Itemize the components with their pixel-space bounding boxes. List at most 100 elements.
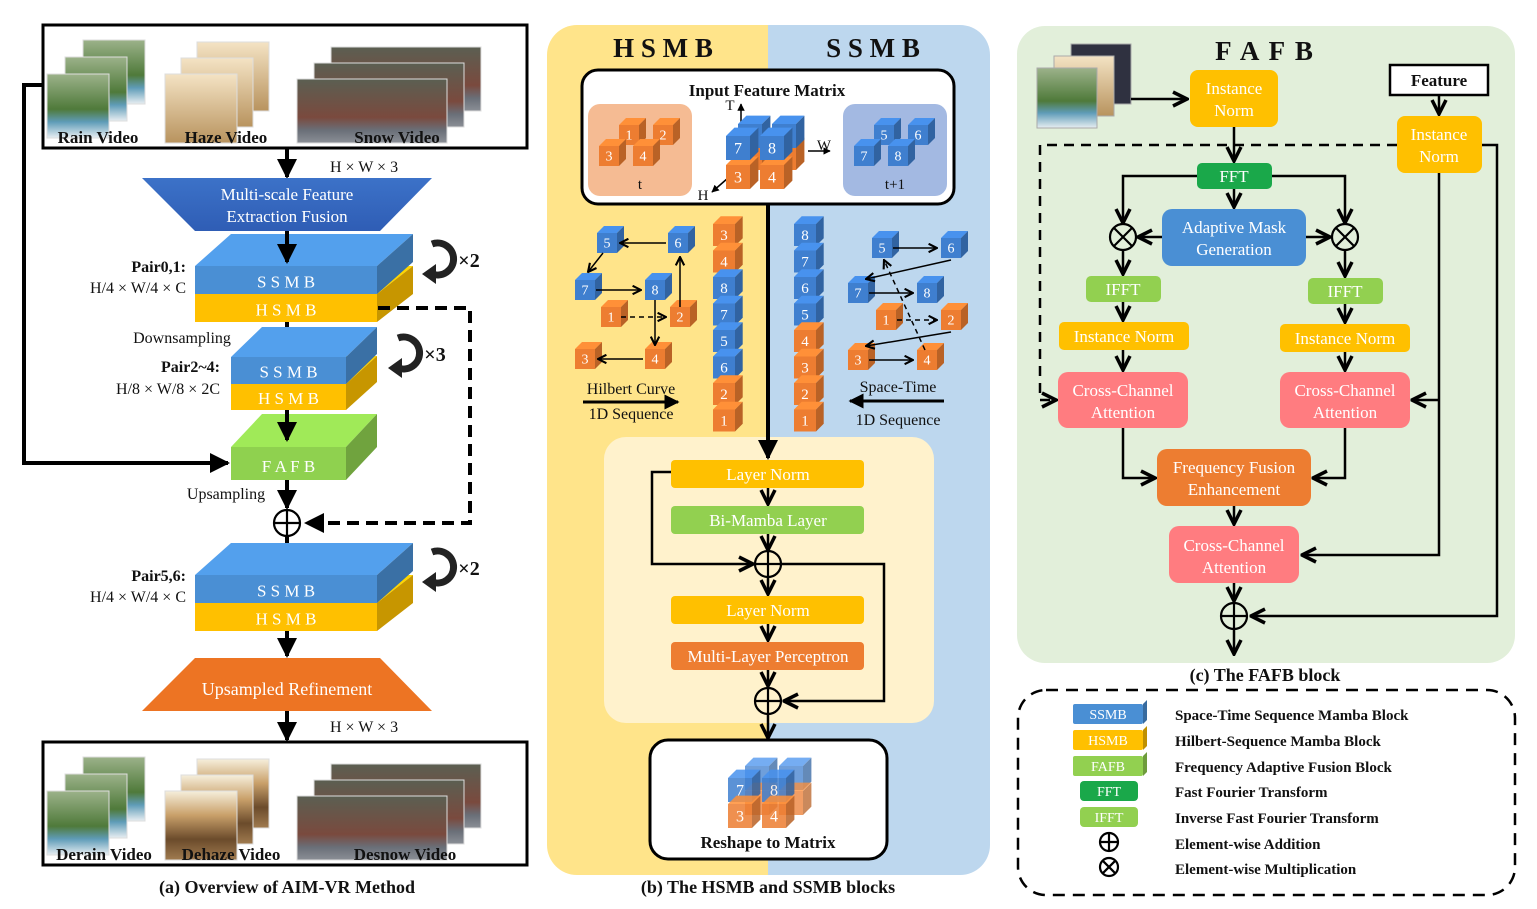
cube-number: 8 xyxy=(801,228,809,244)
cube-front xyxy=(713,383,735,405)
spacetime-caption: 1D Sequence xyxy=(856,412,941,429)
cube-number: 4 xyxy=(770,809,778,826)
element-wise-addition-icon xyxy=(1098,831,1120,853)
slab-front xyxy=(195,575,377,603)
cube-top xyxy=(908,118,935,125)
cube-top xyxy=(713,216,743,224)
video-frame xyxy=(46,73,110,139)
cube-side xyxy=(735,242,743,273)
feature-cube: 7 xyxy=(848,276,875,303)
legend-chip-fafb xyxy=(1073,756,1143,776)
feature-cube: 8 xyxy=(645,273,672,300)
fft-branch-arrow xyxy=(1123,174,1197,223)
feature-cube: 4 xyxy=(760,156,793,189)
legend-chip-label: FAFB xyxy=(1091,760,1125,775)
input-video-label: Haze Video xyxy=(185,128,268,147)
cube-top xyxy=(872,231,899,238)
cube-side xyxy=(621,300,628,327)
to-fusion-arrow xyxy=(1121,428,1155,478)
feature-label: Feature xyxy=(1411,71,1468,90)
cube-number: 1 xyxy=(720,414,728,430)
cube-number: 4 xyxy=(652,353,659,368)
cube-top xyxy=(728,795,761,804)
axis-h-arrow xyxy=(711,177,729,193)
legend-chip-label: SSMB xyxy=(1089,708,1126,723)
cross-attention-label: Cross-Channel xyxy=(1072,381,1173,400)
loop-arc xyxy=(430,547,457,587)
output-video-thumbnails xyxy=(296,763,482,861)
cube-side xyxy=(937,343,944,370)
cube-top xyxy=(779,757,812,766)
legend-chip-label: IFFT xyxy=(1095,811,1124,826)
frequency-fusion-block xyxy=(1157,449,1311,506)
ssmb-title: S S M B xyxy=(826,33,920,63)
slab-label: F A F B xyxy=(262,457,315,476)
feature-cube: 1 xyxy=(876,303,903,330)
cube-number: 7 xyxy=(855,287,862,302)
frequency-fusion-label: Enhancement xyxy=(1188,480,1281,499)
axis-w-label: W xyxy=(817,138,832,154)
cube-number: 6 xyxy=(720,361,728,377)
cube-side xyxy=(874,139,881,166)
cube-side xyxy=(735,348,743,379)
cube-front xyxy=(854,146,874,166)
cube-top xyxy=(772,115,805,124)
ifft-label: IFFT xyxy=(1106,280,1142,299)
sequence-cube: 5 xyxy=(713,322,743,352)
cube-number: 8 xyxy=(924,287,931,302)
cross-attention-label: Cross-Channel xyxy=(1183,536,1284,555)
input-dimension-label: H × W × 3 xyxy=(330,159,398,176)
sequence-cube: 6 xyxy=(794,269,824,299)
ssmb-layer: S S M B xyxy=(195,543,413,603)
slab-front xyxy=(195,266,377,294)
cube-side xyxy=(908,139,915,166)
legend-chip-label: FFT xyxy=(1097,785,1122,800)
slab-side xyxy=(346,356,377,410)
reshape-to-matrix-label: Reshape to Matrix xyxy=(700,833,836,852)
instance-norm-label: Instance xyxy=(1206,79,1263,98)
cube-side xyxy=(961,303,968,330)
cube-side xyxy=(595,273,602,300)
cube-side xyxy=(816,216,824,246)
sequence-cube: 3 xyxy=(713,216,743,246)
slab-front xyxy=(195,294,377,322)
feature-cube: 1 xyxy=(619,118,646,145)
upsampled-refinement-block xyxy=(142,658,432,711)
sequence-cube: 4 xyxy=(713,242,743,273)
slab-side xyxy=(377,543,413,603)
cube-number: 2 xyxy=(801,387,809,403)
feature-cube: 4 xyxy=(917,343,944,370)
legend-item-label: Inverse Fast Fourier Transform xyxy=(1175,811,1379,827)
cube-number: 5 xyxy=(881,129,888,144)
cross-channel-attention-block xyxy=(1169,526,1299,583)
cube-top xyxy=(668,226,695,233)
cube-top xyxy=(794,295,824,304)
slab-top xyxy=(231,327,377,357)
cube-number: 2 xyxy=(677,311,684,326)
slab-top xyxy=(195,543,413,575)
cube-number: 2 xyxy=(660,129,667,144)
legend-border xyxy=(1016,688,1517,897)
axis-h-label: H xyxy=(698,188,709,204)
feature-cube: 4 xyxy=(633,139,660,166)
input-video-label: Rain Video xyxy=(58,128,139,147)
hilbert-arrow xyxy=(588,252,604,272)
cube-side xyxy=(796,115,805,148)
cube-side xyxy=(639,118,646,145)
slab-label: H S M B xyxy=(256,300,317,319)
spacetime-arrow xyxy=(866,331,952,346)
cube-top xyxy=(713,348,743,357)
cube-top xyxy=(653,118,680,125)
cube-front xyxy=(794,383,816,405)
legend-chip-hsmb xyxy=(1073,730,1143,750)
slab-side xyxy=(346,414,377,480)
cube-top xyxy=(745,757,778,766)
bi-mamba-layer-label: Bi-Mamba Layer xyxy=(709,511,827,530)
cube-top xyxy=(794,401,824,410)
feature-residual-arrow xyxy=(1251,143,1499,616)
sequence-cube: 2 xyxy=(713,375,743,405)
legend-item: Element-wise Addition xyxy=(1098,831,1321,853)
feature-cube: 7 xyxy=(726,127,759,160)
cube-front xyxy=(713,303,735,326)
